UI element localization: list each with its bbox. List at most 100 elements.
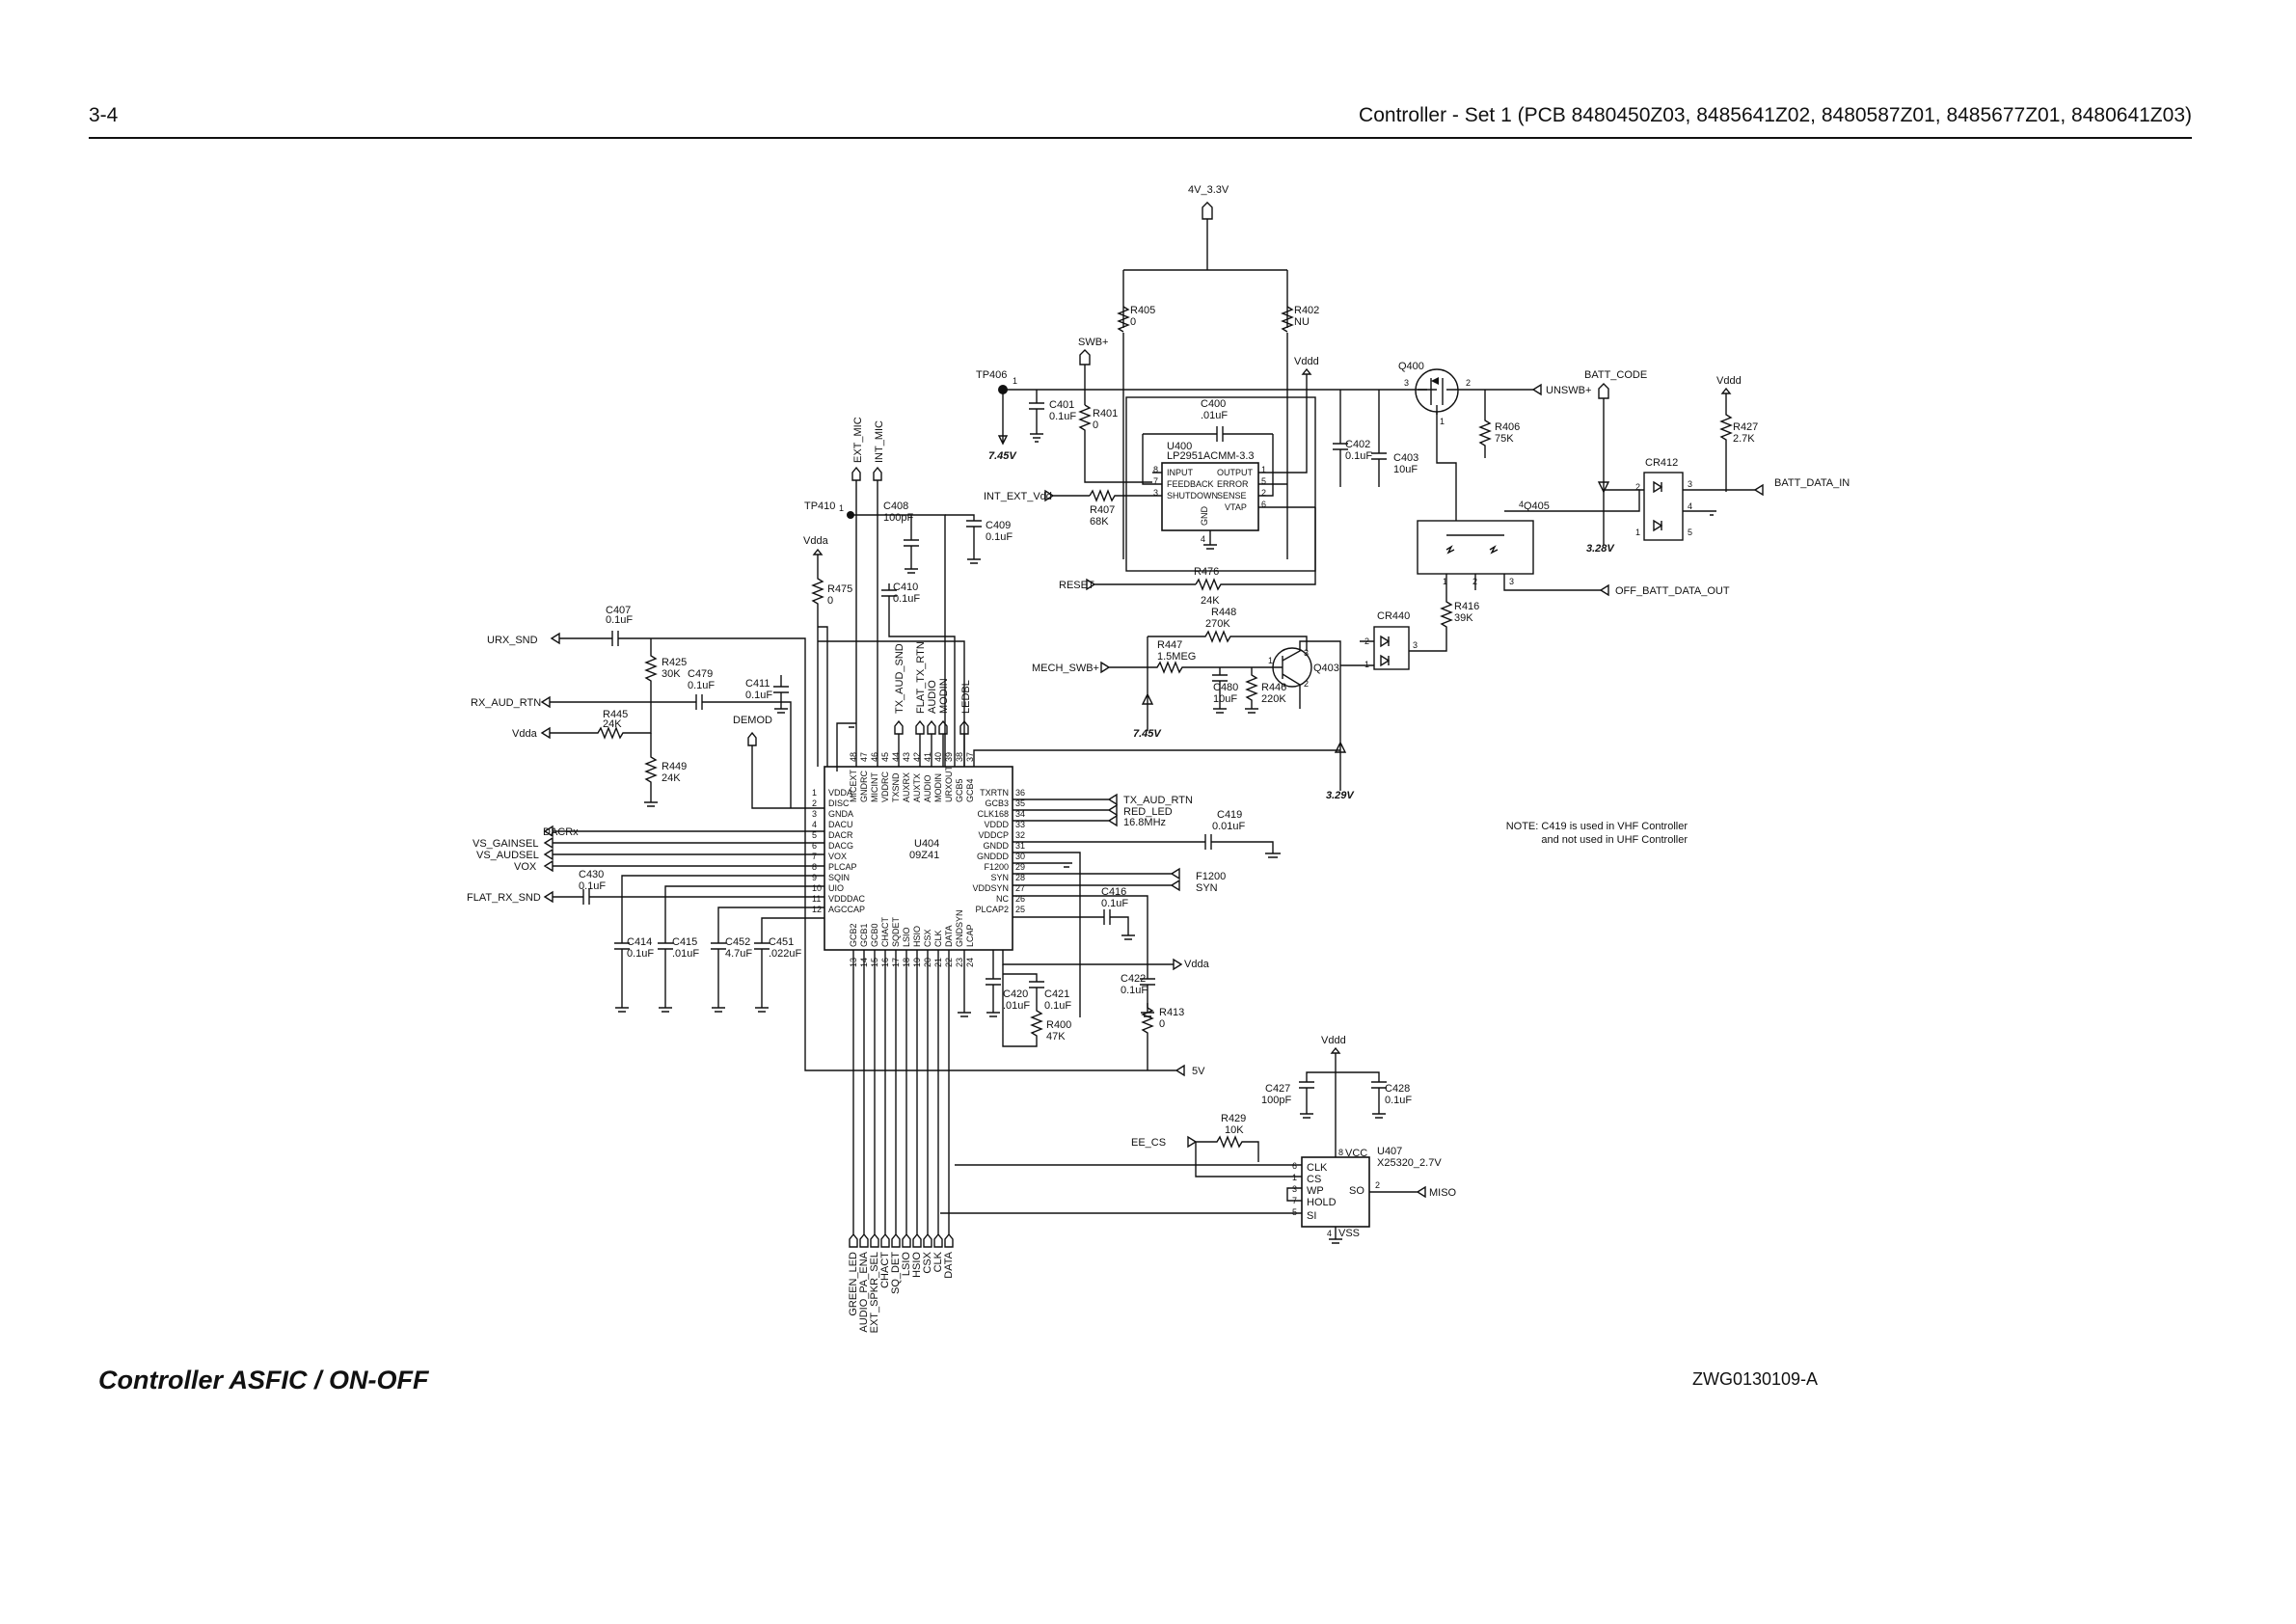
u404-pin-num: 26 (1015, 894, 1025, 904)
c415-val: .01uF (672, 948, 699, 960)
u404-pin-name: GCB5 (955, 778, 964, 802)
c414-ref: C414 (627, 936, 652, 948)
c415-ref: C415 (672, 936, 697, 948)
c420-ref: C420 (1003, 988, 1028, 1000)
r402-val: NU (1294, 316, 1310, 328)
r445-val: 24K (603, 718, 622, 730)
output-caps: C402 0.1uF C403 10uF (1333, 390, 1418, 487)
u400-pin-gnd: GND (1200, 506, 1209, 527)
u404-pin-name: TXSND (891, 772, 901, 802)
u404-pin-name: DATA (944, 925, 954, 947)
c480-ref: C480 (1213, 682, 1238, 693)
u404-pin-name: CHACT (880, 916, 890, 947)
bus-wire (870, 950, 879, 1248)
u400-pin-error: ERROR (1217, 479, 1249, 489)
header-rule (89, 137, 2192, 139)
bus-signal-label: CSX (922, 1251, 933, 1273)
mhz-label: 16.8MHz (1123, 817, 1166, 828)
u404-top-pins: 48MICEXT47GNDRC46MICINT45VDDRC44TXSND43A… (849, 752, 975, 802)
voltage-745-top: 7.45V (988, 450, 1017, 462)
u404-pin-name: SQDET (891, 916, 901, 947)
bus-wire (891, 950, 901, 1248)
u404-pin-name: LCAP (965, 924, 975, 947)
bus-wire (859, 950, 869, 1248)
svg-text:3: 3 (1404, 378, 1409, 388)
vddd-label-3: Vddd (1321, 1035, 1346, 1046)
u404-pin-name: PLCAP (828, 862, 857, 872)
bus-signal-label: GREEN_LED (848, 1252, 859, 1316)
r429-val: 10K (1225, 1124, 1244, 1136)
mech-switch-section: CR440 2 3 1 R448 270K R447 1.5MEG MECH_S… (1032, 607, 1447, 801)
bus-wire (902, 950, 911, 1248)
c422-val: 0.1uF (1121, 985, 1148, 996)
bus-wire (933, 950, 943, 1248)
u404-part: 09Z41 (909, 850, 939, 861)
vddd-label-1: Vddd (1294, 356, 1319, 367)
u404-pin-num: 27 (1015, 883, 1025, 893)
u404-pin-num: 35 (1015, 798, 1025, 808)
bus-signal-label: CHACT (879, 1252, 891, 1288)
ext-mic-label: EXT_MIC (852, 417, 864, 463)
tp406-node: TP406 1 7.45V C401 0.1uF (976, 369, 1437, 462)
c422-ref: C422 (1121, 973, 1146, 985)
cr440-ref: CR440 (1377, 610, 1410, 622)
asfic-top-signals: TX_AUD_SND FLAT_TX_RTN AUDIO MODIN LEDBL (894, 641, 1340, 767)
r446-ref: R446 (1261, 682, 1286, 693)
u404-pin-name: VDDCP (978, 830, 1009, 840)
u404-pin-num: 8 (812, 862, 817, 872)
unswb-label: UNSWB+ (1546, 385, 1591, 396)
r446-val: 220K (1261, 693, 1286, 705)
u404-pin-num: 4 (812, 820, 817, 829)
c427-val: 100pF (1261, 1095, 1291, 1106)
u404-pin-name: VDDRC (880, 771, 890, 802)
u407-vss: VSS (1338, 1228, 1360, 1239)
q400-transistor: Q400 3 2 1 R406 75K UNSWB+ (1398, 361, 1591, 521)
r476-ref: R476 (1194, 566, 1219, 578)
u400-pin8: 8 (1153, 465, 1158, 474)
r400-val: 47K (1046, 1031, 1066, 1042)
svg-text:3: 3 (1304, 648, 1309, 658)
svg-text:1: 1 (1364, 660, 1369, 669)
bus-signal-label: CLK (932, 1251, 944, 1272)
r429-ref: R429 (1221, 1113, 1246, 1124)
tx-aud-rtn-label: TX_AUD_RTN (1123, 795, 1193, 806)
u404-pin-num: 12 (812, 905, 822, 914)
u404-pin-name: F1200 (984, 862, 1009, 872)
vox-label: VOX (514, 861, 537, 873)
u404-pin-name: NC (996, 894, 1009, 904)
c402-val: 0.1uF (1345, 450, 1372, 462)
u404-pin-name: GNDA (828, 809, 853, 819)
off-batt-data-out-label: OFF_BATT_DATA_OUT (1615, 585, 1730, 597)
svg-text:1: 1 (839, 503, 844, 513)
svg-text:1: 1 (1013, 376, 1017, 386)
svg-text:3: 3 (1509, 577, 1514, 586)
u404-pin-num: 1 (812, 788, 817, 798)
u404-pin-name: HSIO (912, 926, 922, 947)
u404-pin-name: URXOUT (944, 765, 954, 802)
vdda-label-2: Vdda (512, 728, 538, 740)
tx-aud-snd-label: TX_AUD_SND (894, 643, 905, 714)
vdda-label-3: Vdda (1184, 959, 1210, 970)
u404-pin-num: 42 (912, 752, 922, 762)
c409-ref: C409 (986, 520, 1011, 531)
swb-supply: SWB+ R401 0 (1078, 337, 1152, 483)
c409-val: 0.1uF (986, 531, 1013, 543)
c421-val: 0.1uF (1044, 1000, 1071, 1012)
q405-ref: Q405 (1524, 501, 1550, 512)
u404-pin-name: DISC (828, 798, 850, 808)
u400-pin6: 6 (1261, 500, 1266, 509)
c410-val: 0.1uF (893, 593, 920, 605)
u407-eeprom: Vddd C427 100pF C428 0.1uF R429 10K EE_C… (940, 1035, 1457, 1244)
u404-pin-name: GNDD (984, 841, 1010, 851)
r407-val: 68K (1090, 516, 1109, 528)
bus-signal-label: EXT_SPKR_SEL (869, 1252, 880, 1333)
dacrx-label: DACRx (543, 826, 579, 838)
r447-val: 1.5MEG (1157, 651, 1196, 663)
voltage-745-mid: 7.45V (1133, 728, 1162, 740)
page-number: 3-4 (89, 104, 119, 126)
u404-pin-name: DACU (828, 820, 853, 829)
u404-pin-name: VDDD (984, 820, 1009, 829)
u407-pin8: 8 (1338, 1148, 1343, 1157)
vdda-label-1: Vdda (803, 535, 829, 547)
